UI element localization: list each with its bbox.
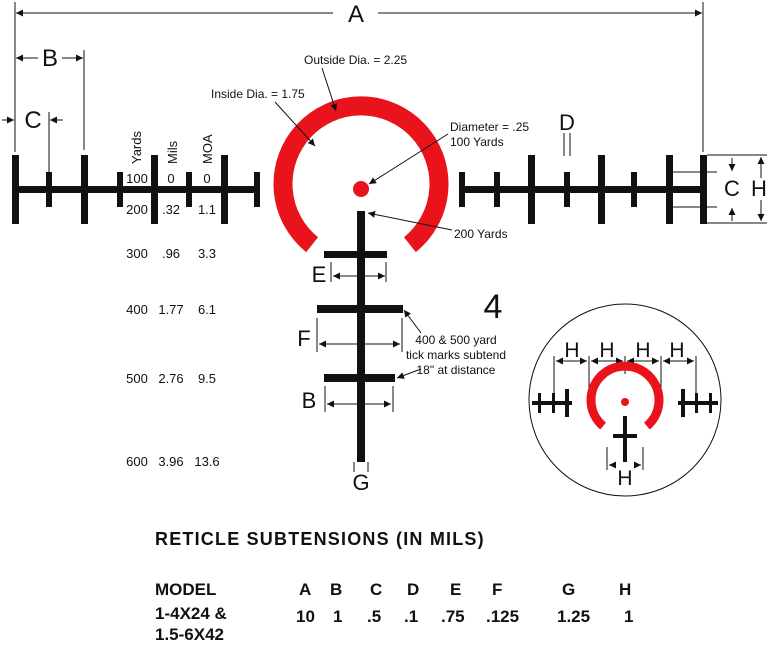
inside-dia-label: Inside Dia. = 1.75	[211, 87, 305, 101]
label-d: D	[559, 110, 575, 135]
model-name-line2: 1.5-6X42	[155, 625, 224, 644]
col-header-g: G	[562, 580, 576, 599]
inset-red-horseshoe	[586, 361, 664, 430]
center-aiming-dot	[353, 181, 369, 197]
range-row-yards: 500	[126, 371, 148, 386]
model-header: MODEL	[155, 580, 217, 599]
value-e: .75	[441, 607, 465, 626]
dimension-c-left	[2, 112, 63, 172]
range-row-yards: 300	[126, 246, 148, 261]
col-header-c: C	[370, 580, 383, 599]
outside-dia-label: Outside Dia. = 2.25	[304, 53, 407, 67]
value-b: 1	[333, 607, 343, 626]
col-header-d: D	[407, 580, 420, 599]
range-table: Yards Mils MOA 100 0 0 200 .32 1.1 300 .…	[123, 131, 220, 469]
label-h-right: H	[751, 176, 767, 201]
range-row-yards: 600	[126, 454, 148, 469]
vertical-post	[317, 211, 403, 462]
diameter-label: Diameter = .25	[450, 120, 529, 134]
dimension-b-post	[324, 386, 394, 412]
range-row-yards: 400	[126, 302, 148, 317]
inset-label-h: H	[564, 339, 579, 362]
tick-note-line2: tick marks subtend	[406, 348, 506, 362]
right-crosshair-bar	[459, 155, 707, 224]
red-horseshoe-ring	[273, 96, 449, 253]
label-g: G	[352, 470, 369, 495]
tick-note: 400 & 500 yard tick marks subtend 18" at…	[396, 309, 506, 379]
value-d: .1	[404, 607, 419, 626]
inset-label-h: H	[599, 339, 614, 362]
center-annotations: Outside Dia. = 2.25 Inside Dia. = 1.75 D…	[211, 53, 529, 241]
range-row-mils: 1.77	[158, 302, 183, 317]
inset-center-dot	[621, 398, 629, 406]
label-b-post: B	[302, 388, 317, 413]
col-header-h: H	[619, 580, 632, 599]
label-b: B	[42, 45, 58, 72]
range-row-yards: 200	[126, 202, 148, 217]
header-yards: Yards	[129, 131, 144, 164]
value-c: .5	[367, 607, 382, 626]
range-row-moa: 6.1	[198, 302, 216, 317]
dimension-b	[16, 50, 85, 150]
range-row-moa: 13.6	[194, 454, 219, 469]
col-header-e: E	[450, 580, 462, 599]
label-c-right: C	[724, 176, 740, 201]
range-row-yards: 100	[126, 171, 148, 186]
range-row-moa: 1.1	[198, 202, 216, 217]
range-row-mils: 3.96	[158, 454, 183, 469]
range-row-moa: 9.5	[198, 371, 216, 386]
col-header-b: B	[330, 580, 343, 599]
reticle-number-4: 4	[484, 288, 503, 326]
inset-label-h: H	[617, 467, 632, 490]
label-a: A	[348, 1, 364, 28]
two-hundred-yards-label: 200 Yards	[454, 227, 508, 241]
dimension-g	[353, 462, 369, 472]
range-row-mils: 2.76	[158, 371, 183, 386]
subtension-table-title: RETICLE SUBTENSIONS (IN MILS)	[155, 529, 485, 549]
col-header-a: A	[299, 580, 312, 599]
range-row-mils: .96	[162, 246, 180, 261]
dimension-e	[330, 262, 387, 282]
label-e: E	[312, 262, 327, 287]
label-c-left: C	[24, 107, 41, 134]
dimension-f	[316, 318, 403, 352]
inset-label-h: H	[669, 339, 684, 362]
range-row-mils: .32	[162, 202, 180, 217]
value-a: 10	[296, 607, 315, 626]
range-row-moa: 3.3	[198, 246, 216, 261]
inset-reticle-view: H H H H H	[528, 303, 722, 497]
left-crosshair-bar	[12, 155, 260, 224]
header-mils: Mils	[165, 140, 180, 164]
model-name-line1: 1-4X24 &	[155, 604, 227, 623]
value-f: .125	[486, 607, 520, 626]
tick-note-line1: 400 & 500 yard	[415, 333, 496, 347]
label-f: F	[297, 326, 310, 351]
value-h: 1	[624, 607, 634, 626]
hundred-yards-label: 100 Yards	[450, 135, 504, 149]
tick-note-line3: 18" at distance	[417, 363, 496, 377]
range-row-mils: 0	[167, 171, 174, 186]
value-g: 1.25	[557, 607, 591, 626]
range-row-moa: 0	[203, 171, 210, 186]
dimension-d	[563, 133, 571, 156]
dimension-a	[14, 2, 704, 152]
header-moa: MOA	[200, 134, 215, 164]
inset-crosshair-marks	[532, 389, 718, 462]
inset-label-h: H	[635, 339, 650, 362]
col-header-f: F	[492, 580, 503, 599]
